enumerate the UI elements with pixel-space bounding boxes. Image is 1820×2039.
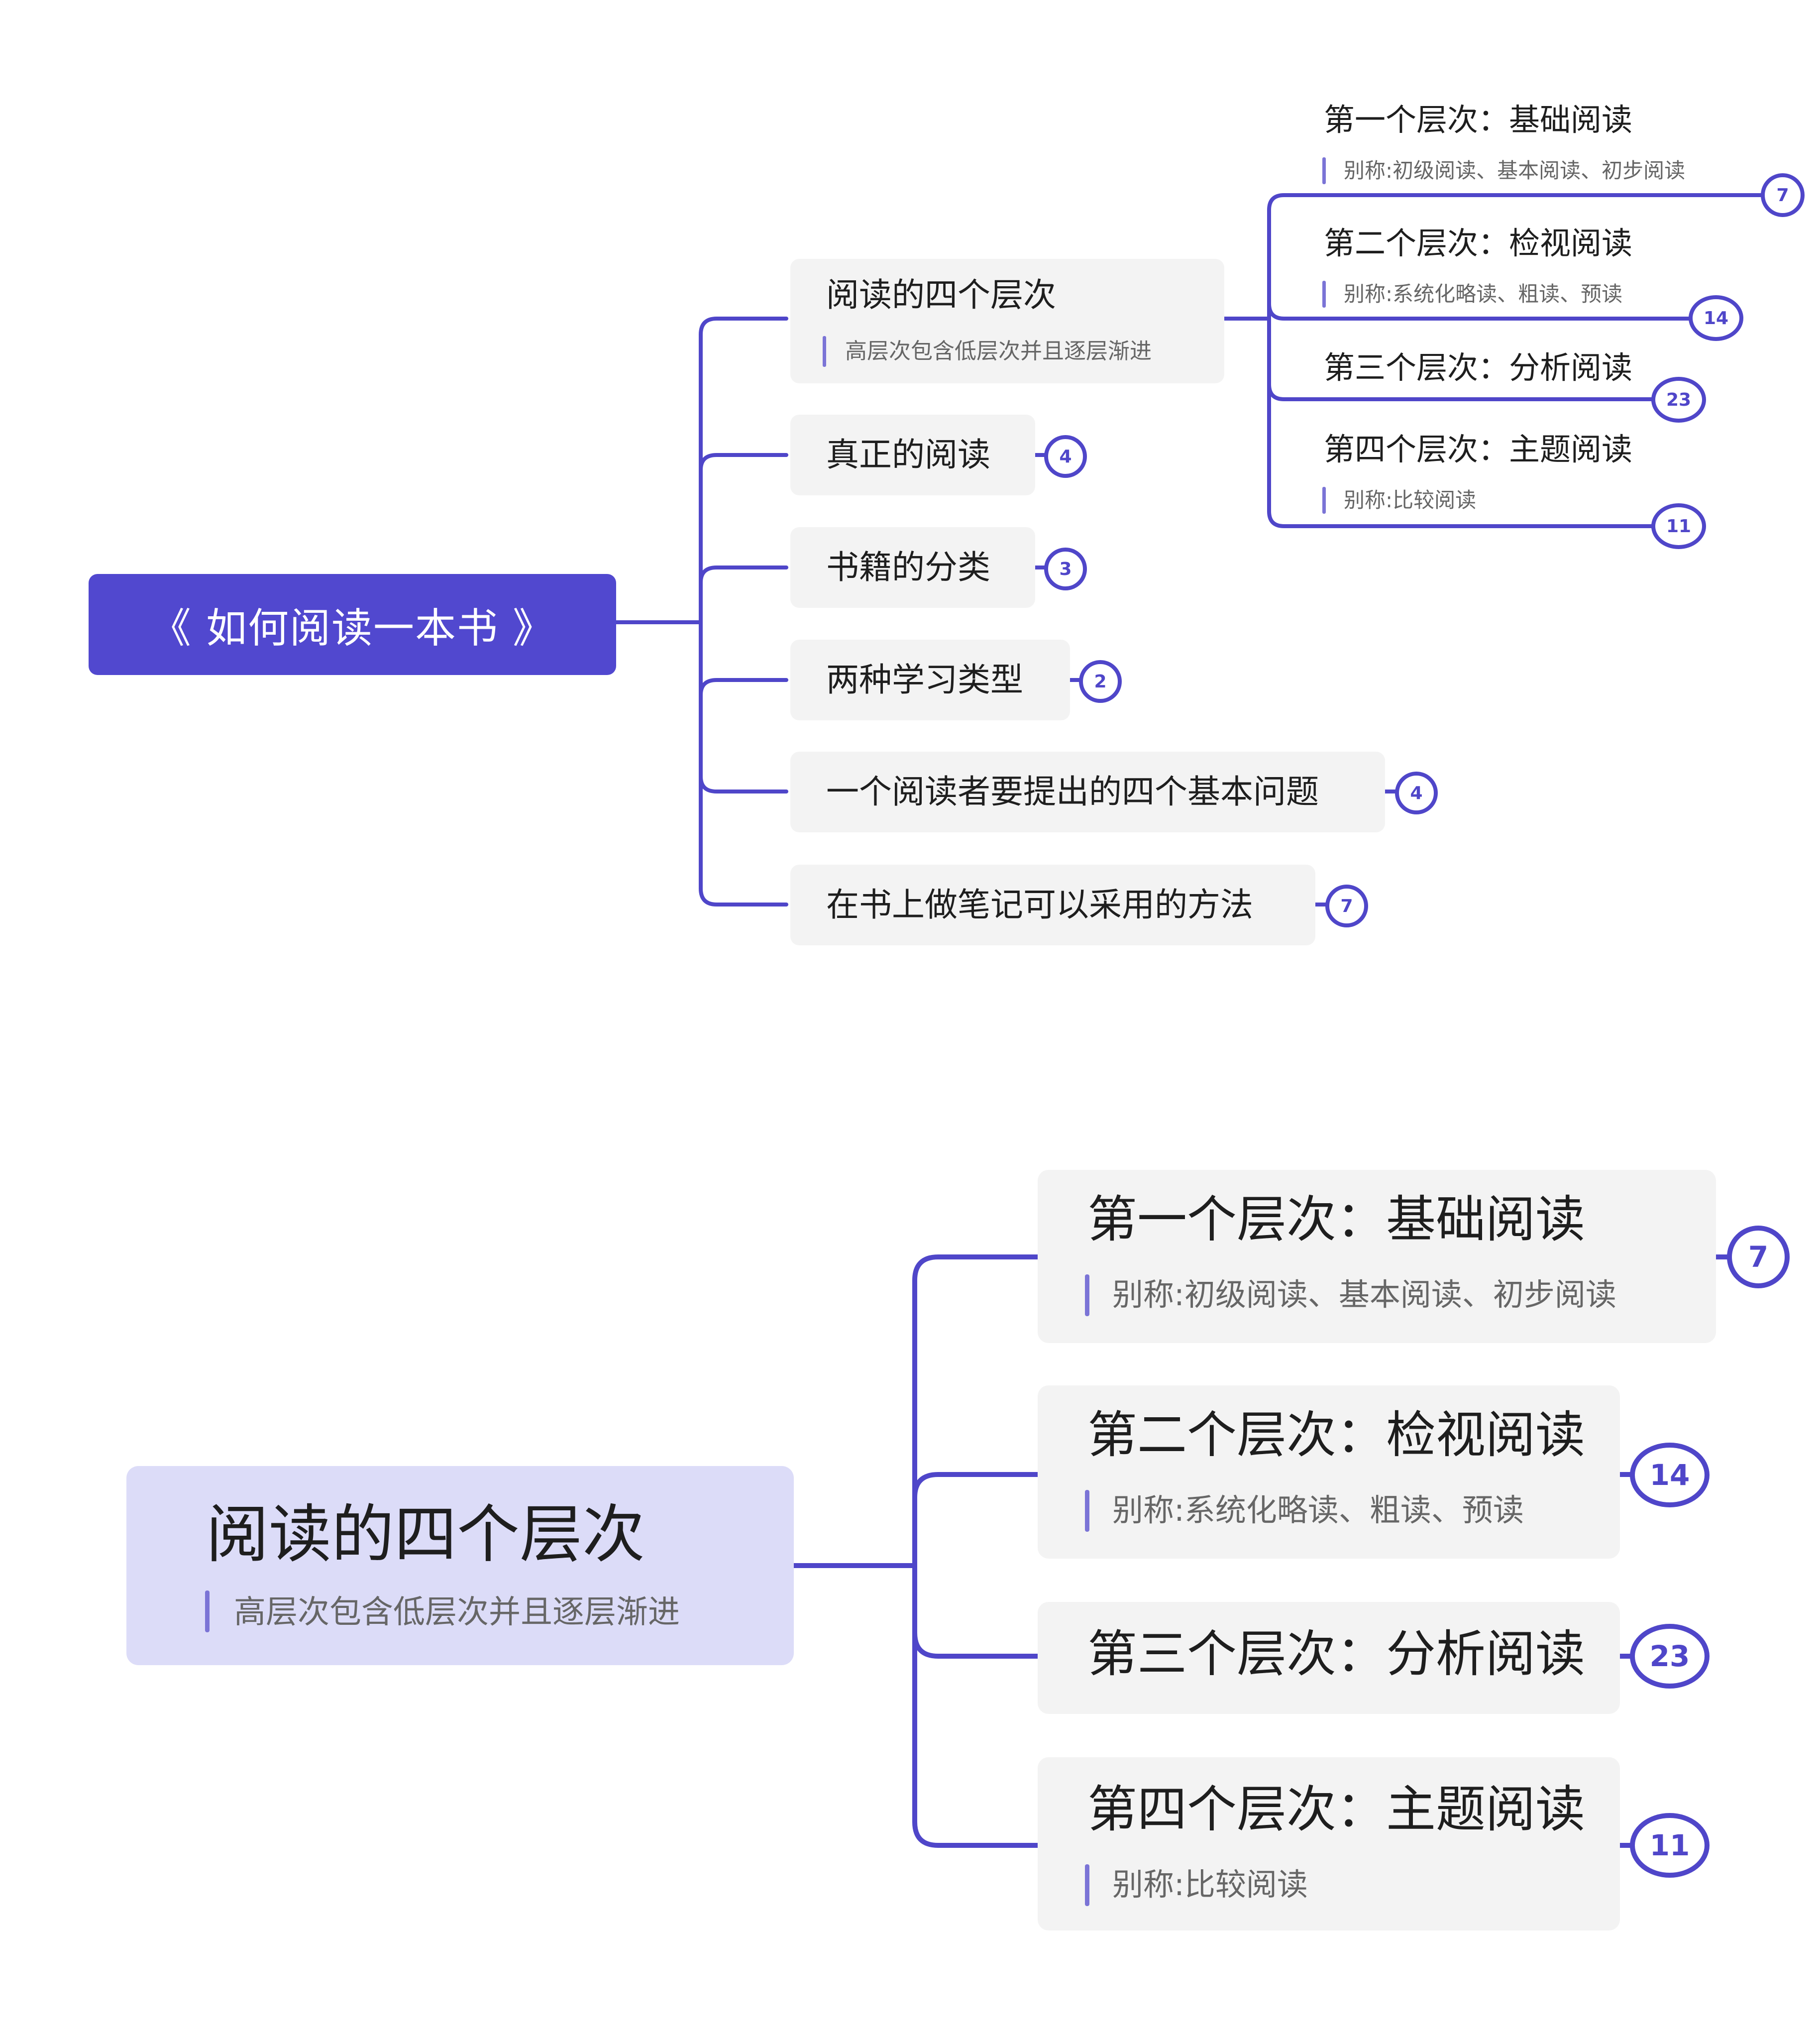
level-note: 别称:系统化略读、粗读、预读 [1112,1492,1524,1528]
level-title[interactable]: 第一个层次：基础阅读 [1324,102,1633,138]
count-badge[interactable]: 2 [1079,660,1122,703]
note-bar [1322,157,1326,184]
count-badge[interactable]: 23 [1651,377,1706,423]
branch-node-four-questions[interactable]: 一个阅读者要提出的四个基本问题 [790,752,1385,832]
note-bar [1085,1490,1089,1532]
level-note: 别称:系统化略读、粗读、预读 [1344,282,1623,306]
level-title[interactable]: 第三个层次：分析阅读 [1324,349,1633,386]
note-bar [1085,1274,1089,1316]
count-badge[interactable]: 23 [1630,1624,1710,1689]
level-title[interactable]: 第四个层次：主题阅读 [1324,431,1633,467]
level-node-inspectional[interactable]: 第二个层次：检视阅读 别称:系统化略读、粗读、预读 [1038,1385,1620,1559]
level-node-syntopical[interactable]: 第四个层次：主题阅读 别称:比较阅读 [1038,1757,1620,1930]
level-title: 第二个层次：检视阅读 [1087,1406,1585,1464]
level-title[interactable]: 第二个层次：检视阅读 [1324,225,1633,261]
branch-title: 一个阅读者要提出的四个基本问题 [826,773,1319,811]
count-badge[interactable]: 11 [1651,503,1706,549]
count-badge[interactable]: 4 [1395,772,1438,814]
map2-root-node[interactable]: 阅读的四个层次 高层次包含低层次并且逐层渐进 [126,1466,794,1665]
root-title: 《 如何阅读一本书 》 [150,605,555,652]
map1-root-node[interactable]: 《 如何阅读一本书 》 [89,574,616,675]
note-bar [1322,487,1326,514]
note-bar [1085,1864,1089,1906]
level-node-basic[interactable]: 第一个层次：基础阅读 别称:初级阅读、基本阅读、初步阅读 [1038,1170,1716,1343]
level-note: 别称:初级阅读、基本阅读、初步阅读 [1112,1276,1616,1313]
branch-title: 两种学习类型 [826,661,1023,699]
branch-title: 阅读的四个层次 [826,276,1056,314]
count-badge[interactable]: 4 [1044,435,1087,478]
branch-title: 真正的阅读 [826,436,990,474]
note-bar [205,1590,210,1632]
count-badge[interactable]: 3 [1044,548,1087,590]
note-bar [1322,281,1326,308]
level-title: 第三个层次：分析阅读 [1087,1625,1585,1683]
level-title: 第四个层次：主题阅读 [1087,1780,1585,1838]
note-bar [823,336,826,367]
count-badge[interactable]: 14 [1630,1443,1710,1507]
level-note: 别称:比较阅读 [1344,488,1477,512]
level-note: 别称:比较阅读 [1112,1866,1308,1903]
root-note: 高层次包含低层次并且逐层渐进 [234,1594,680,1631]
count-badge[interactable]: 7 [1325,885,1368,927]
level-node-analytical[interactable]: 第三个层次：分析阅读 [1038,1602,1620,1714]
count-badge[interactable]: 7 [1761,173,1805,217]
branch-node-four-levels[interactable]: 阅读的四个层次 高层次包含低层次并且逐层渐进 [790,259,1224,383]
branch-node-real-reading[interactable]: 真正的阅读 [790,415,1035,495]
root-title: 阅读的四个层次 [206,1498,645,1571]
level-note: 别称:初级阅读、基本阅读、初步阅读 [1344,158,1686,183]
branch-title: 书籍的分类 [826,548,990,586]
branch-node-learning-types[interactable]: 两种学习类型 [790,640,1070,720]
count-badge[interactable]: 7 [1727,1226,1790,1288]
branch-node-note-taking-methods[interactable]: 在书上做笔记可以采用的方法 [790,865,1315,945]
branch-note: 高层次包含低层次并且逐层渐进 [845,339,1152,364]
level-title: 第一个层次：基础阅读 [1087,1190,1585,1248]
branch-title: 在书上做笔记可以采用的方法 [826,886,1253,924]
count-badge[interactable]: 14 [1689,295,1743,341]
branch-node-book-classification[interactable]: 书籍的分类 [790,527,1035,608]
count-badge[interactable]: 11 [1630,1813,1710,1878]
